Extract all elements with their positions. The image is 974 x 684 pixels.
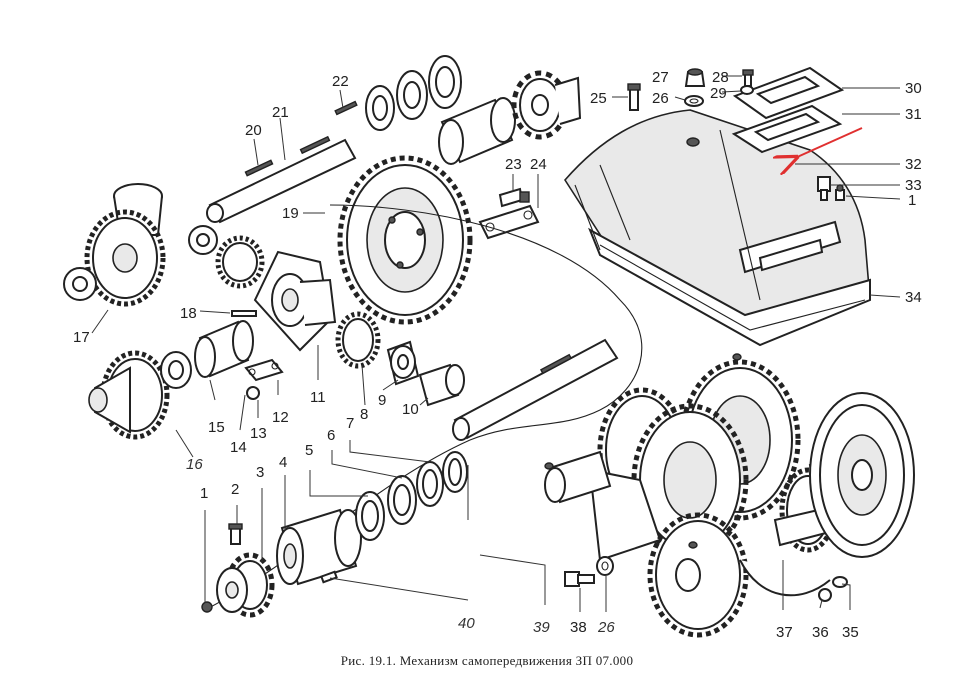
callout-19: 19 — [282, 205, 299, 222]
callout-37: 37 — [776, 624, 793, 641]
figure-caption: Рис. 19.1. Механизм самопередвижения ЗП … — [340, 653, 634, 668]
part-31-gasket — [731, 104, 843, 154]
part-large-spur-gear — [337, 155, 473, 325]
part-pulley-wheel — [809, 392, 915, 558]
callout-4: 4 — [279, 454, 287, 471]
callout-18: 18 — [180, 305, 197, 322]
part-small-bevel-gear — [215, 235, 265, 289]
callout-26-top: 26 — [652, 90, 669, 107]
callout-9: 9 — [378, 392, 386, 409]
callout-7: 7 — [346, 415, 354, 432]
callout-36: 36 — [812, 624, 829, 641]
part-top-sprocket — [511, 70, 582, 140]
callout-21: 21 — [272, 104, 289, 121]
part-24-chain-link — [478, 204, 540, 240]
callout-13: 13 — [250, 425, 267, 442]
callout-5: 5 — [305, 442, 313, 459]
part-7-rings — [416, 451, 468, 507]
part-4-sleeve — [276, 508, 362, 586]
callout-27: 27 — [652, 69, 669, 86]
callout-3: 3 — [256, 464, 264, 481]
callout-23: 23 — [505, 156, 522, 173]
part-3-sprocket — [216, 552, 275, 618]
callout-25: 25 — [590, 90, 607, 107]
part-26-washer-top — [684, 95, 704, 107]
gearbox-assembly — [544, 353, 892, 638]
callout-22: 22 — [332, 73, 349, 90]
part-15-bushing — [160, 320, 254, 389]
part-8-bevel-gear — [335, 311, 381, 369]
callout-26-bottom: 26 — [597, 619, 615, 636]
part-27-plug — [684, 68, 706, 87]
part-6-ring — [387, 475, 417, 525]
part-2-screw — [228, 523, 243, 545]
part-30-cover-plate — [732, 66, 845, 120]
part-32-arrow — [795, 127, 863, 158]
part-38-bolt — [564, 571, 595, 587]
part-17-bevel-gear — [63, 183, 166, 307]
callout-31: 31 — [905, 106, 922, 123]
callout-28: 28 — [712, 69, 729, 86]
callout-11: 11 — [310, 389, 326, 406]
part-bushing-top — [438, 97, 516, 165]
callout-1-right: 1 — [908, 192, 916, 209]
callout-1: 1 — [200, 485, 208, 502]
callout-12: 12 — [272, 409, 289, 426]
part-33-bolt — [817, 176, 831, 201]
part-18-pin — [231, 310, 257, 317]
callout-16: 16 — [186, 456, 203, 473]
callout-17: 17 — [73, 329, 90, 346]
part-25-bolt — [627, 83, 641, 111]
callout-labels: 1 2 3 4 5 6 7 8 9 10 11 12 13 14 15 16 1… — [73, 69, 922, 641]
part-1-grease-fitting-top — [835, 184, 845, 201]
part-10-sleeve — [418, 363, 465, 407]
part-19-shaft — [188, 135, 357, 255]
part-23-bolt — [498, 187, 530, 208]
callout-30: 30 — [905, 80, 922, 97]
callout-35: 35 — [842, 624, 859, 641]
callout-6: 6 — [327, 427, 335, 444]
callout-39: 39 — [533, 619, 550, 636]
callout-24: 24 — [530, 156, 547, 173]
part-16-bevel-gear — [88, 350, 170, 440]
callout-32: 32 — [905, 156, 922, 173]
part-1-grease-fitting — [201, 601, 213, 613]
part-28-screw — [742, 69, 754, 87]
part-5-ring — [355, 491, 385, 541]
callout-29: 29 — [710, 85, 727, 102]
part-11-flange — [253, 250, 337, 352]
callout-34: 34 — [905, 289, 922, 306]
callout-20: 20 — [245, 122, 262, 139]
callout-8: 8 — [360, 406, 368, 423]
part-29-washer — [740, 85, 754, 95]
part-26-washer-bottom — [596, 556, 614, 576]
callout-14: 14 — [230, 439, 247, 456]
part-12-link-plate — [244, 358, 284, 400]
callout-33: 33 — [905, 177, 922, 194]
callout-40: 40 — [458, 615, 475, 632]
callout-38: 38 — [570, 619, 587, 636]
part-main-shaft — [452, 338, 619, 441]
leader-lines — [91, 75, 901, 612]
callout-2: 2 — [231, 481, 239, 498]
callout-10: 10 — [402, 401, 419, 418]
part-9-bushing — [386, 340, 420, 386]
part-40-key — [320, 570, 338, 584]
part-22-rings — [334, 55, 462, 131]
callout-15: 15 — [208, 419, 225, 436]
